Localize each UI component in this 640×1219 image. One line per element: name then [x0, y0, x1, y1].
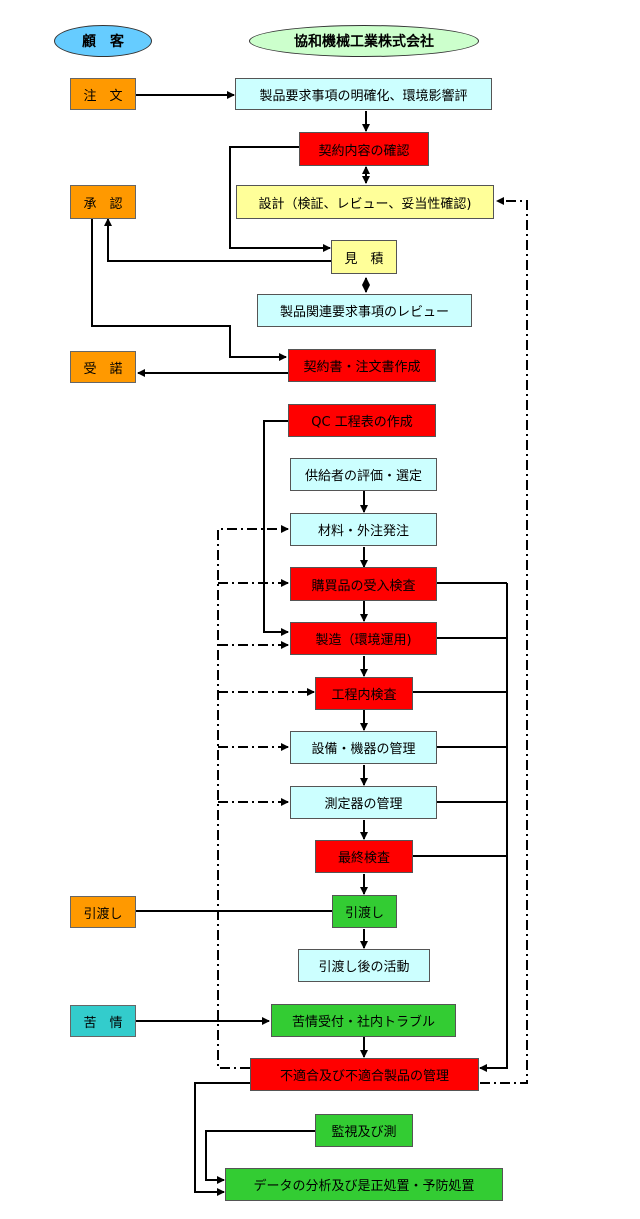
complaint-box: 苦 情 — [70, 1005, 136, 1037]
inprocess-inspection-box: 工程内検査 — [315, 677, 413, 710]
supplier-evaluation-box: 供給者の評価・選定 — [290, 458, 437, 491]
customer-header: 顧 客 — [54, 25, 152, 57]
order-box: 注 文 — [70, 78, 136, 110]
acceptance-box: 受 諾 — [70, 351, 136, 383]
estimate-box: 見 積 — [331, 240, 397, 274]
manufacturing-box: 製造（環境運用) — [290, 622, 437, 655]
approval-box: 承 認 — [70, 185, 136, 219]
monitoring-box: 監視及び測 — [315, 1114, 413, 1147]
contract-document-box: 契約書・注文書作成 — [288, 349, 436, 382]
post-delivery-box: 引渡し後の活動 — [298, 949, 430, 982]
qc-table-box: QC 工程表の作成 — [288, 404, 436, 437]
measuring-instrument-box: 測定器の管理 — [290, 786, 437, 819]
final-inspection-box: 最終検査 — [315, 840, 413, 873]
company-header: 協和機械工業株式会社 — [249, 25, 479, 57]
material-order-box: 材料・外注発注 — [290, 513, 437, 546]
delivery-box: 引渡し — [332, 895, 397, 928]
design-box: 設計（検証、レビュー、妥当性確認) — [236, 185, 494, 219]
nonconformity-box: 不適合及び不適合製品の管理 — [250, 1058, 479, 1091]
analysis-box: データの分析及び是正処置・予防処置 — [225, 1168, 503, 1201]
contract-check-box: 契約内容の確認 — [299, 132, 429, 166]
customer-delivery-box: 引渡し — [70, 896, 136, 928]
requirements-box: 製品要求事項の明確化、環境影響評 — [235, 78, 492, 110]
product-review-box: 製品関連要求事項のレビュー — [257, 294, 472, 327]
equipment-management-box: 設備・機器の管理 — [290, 731, 437, 764]
receiving-inspection-box: 購買品の受入検査 — [290, 567, 437, 601]
complaint-reception-box: 苦情受付・社内トラブル — [271, 1004, 456, 1037]
